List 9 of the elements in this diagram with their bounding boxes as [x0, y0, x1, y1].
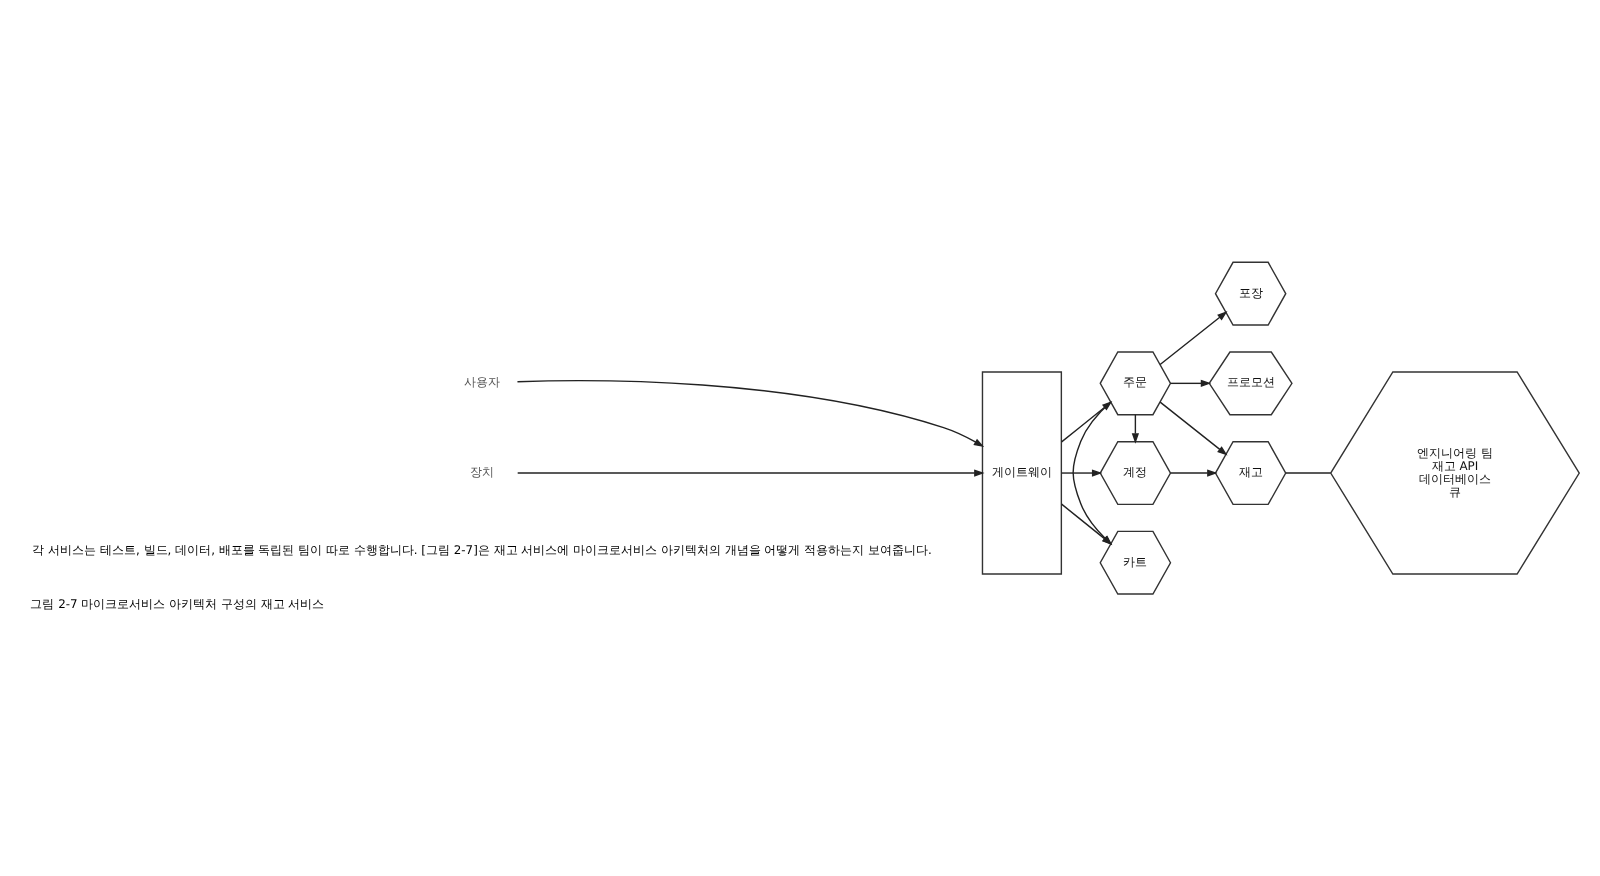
arrow [1159, 400, 1228, 455]
connector [1285, 471, 1332, 473]
arrow [1131, 413, 1139, 443]
arrow [1060, 468, 1103, 476]
arrow [1170, 468, 1218, 476]
arrow [517, 468, 985, 476]
arrow [516, 379, 985, 447]
arrow [1159, 310, 1228, 365]
arrow [1170, 378, 1212, 386]
